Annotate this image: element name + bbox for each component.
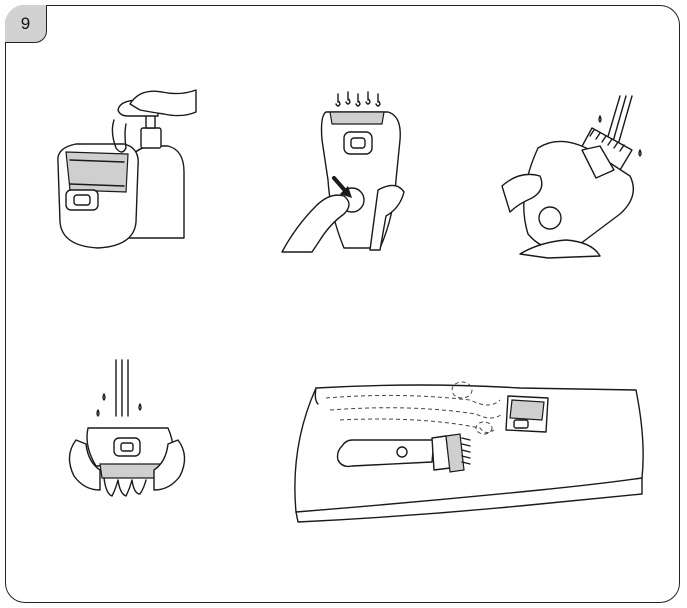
panel-press-release-button [282, 92, 404, 252]
shaver-body-illustration [58, 144, 138, 248]
panel-rinse-shaver-head [69, 360, 184, 496]
water-drops-illustration [336, 92, 380, 106]
water-stream-illustration [97, 360, 141, 416]
panel-dry-on-towel [295, 382, 643, 522]
shaver-head-on-towel-illustration [506, 396, 548, 432]
water-runoff-illustration [104, 478, 146, 496]
panel-rinse-trimmer-head [502, 96, 641, 258]
panel-apply-soap [58, 90, 196, 248]
